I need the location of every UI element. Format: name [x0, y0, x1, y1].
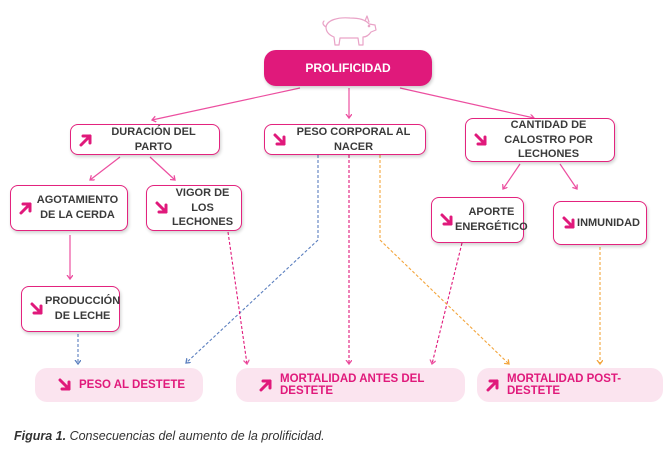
edge-calostro-inmunidad	[559, 163, 577, 189]
edge-duracion-vigor	[149, 156, 175, 180]
edge-aporte-mortalidad	[432, 242, 463, 364]
node-label: AGOTAMIENTO DE LA CERDA	[36, 194, 119, 221]
edge-root-duracion	[152, 87, 301, 120]
root-node-prolificidad: PROLIFICIDAD	[264, 50, 432, 86]
node-agotamiento-de-la-cerda: AGOTAMIENTO DE LA CERDA	[10, 185, 128, 231]
arrow-down-icon	[440, 213, 453, 226]
arrow-down-icon	[273, 133, 286, 145]
edge-peso-mortalidadpost-2	[379, 239, 509, 364]
node-label: INMUNIDAD	[577, 216, 640, 229]
arrow-down-icon	[474, 133, 487, 146]
edge-peso-pesodestete-2	[186, 239, 319, 363]
arrow-up-icon	[79, 134, 92, 146]
arrow-up-icon	[486, 379, 499, 392]
node-produccion-de-leche: PRODUCCIÓN DE LECHE	[21, 286, 120, 332]
arrow-up-icon	[19, 202, 32, 215]
outcome-peso-al-destete: PESO AL DESTETE	[35, 368, 203, 402]
node-vigor-de-los-lechones: VIGOR DE LOS LECHONES	[146, 185, 242, 231]
arrow-down-icon	[30, 302, 43, 315]
figure-number: Figura 1.	[14, 429, 67, 443]
outcome-mortalidad-antes-del-destete: MORTALIDAD ANTES DEL DESTETE	[236, 368, 465, 402]
outcome-label: MORTALIDAD POST-DESTETE	[507, 373, 622, 397]
node-label: VIGOR DE LOS LECHONES	[171, 186, 234, 229]
pig-icon	[322, 15, 377, 46]
node-aporte-energetico: APORTE ENERGÉTICO	[431, 197, 528, 243]
figure-caption: Figura 1. Consecuencias del aumento de l…	[14, 429, 325, 443]
arrow-down-icon	[562, 216, 575, 229]
caption-text: Consecuencias del aumento de la prolific…	[66, 429, 325, 443]
edge-root-calostro	[399, 87, 534, 118]
node-label: PESO CORPORAL AL NACER	[296, 125, 411, 153]
outcome-mortalidad-post-destete: MORTALIDAD POST-DESTETE	[477, 368, 663, 402]
node-cantidad-de-calostro: CANTIDAD DE CALOSTRO POR LECHONES	[465, 118, 615, 162]
node-peso-corporal-al-nacer: PESO CORPORAL AL NACER	[264, 124, 426, 155]
arrow-up-icon	[259, 379, 272, 392]
node-label: APORTE ENERGÉTICO	[455, 206, 528, 233]
outcome-label: MORTALIDAD ANTES DEL DESTETE	[280, 373, 425, 397]
arrow-down-icon	[155, 201, 168, 214]
arrow-down-icon	[58, 378, 71, 391]
node-inmunidad: INMUNIDAD	[553, 201, 647, 245]
node-label: DURACIÓN DEL PARTO	[111, 125, 196, 153]
node-label: CANTIDAD DE CALOSTRO POR LECHONES	[504, 118, 593, 161]
edge-duracion-agotamiento	[90, 156, 121, 180]
node-label: PRODUCCIÓN DE LECHE	[45, 295, 121, 322]
edge-vigor-mortalidad	[227, 231, 247, 364]
node-duracion-del-parto: DURACIÓN DEL PARTO	[70, 124, 220, 155]
outcome-label: PESO AL DESTETE	[79, 379, 186, 391]
edge-calostro-aporte	[503, 163, 521, 189]
root-label: PROLIFICIDAD	[305, 61, 391, 75]
